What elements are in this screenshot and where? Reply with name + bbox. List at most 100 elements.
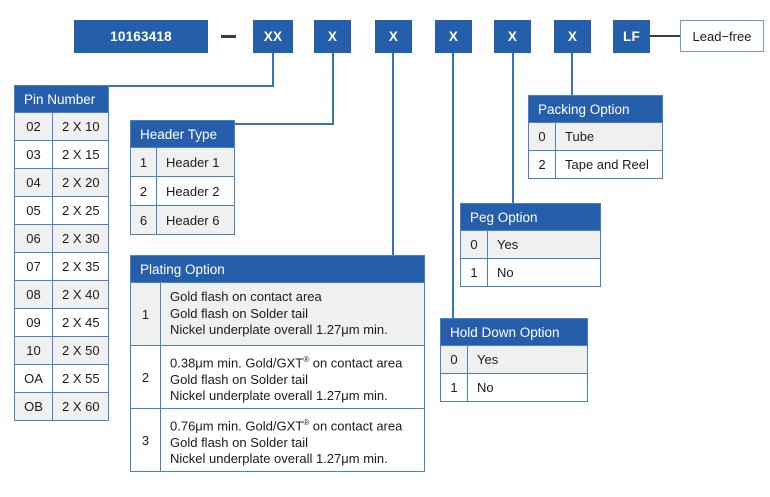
- plating-line: Nickel underplate overall 1.27μm min.: [170, 322, 388, 337]
- part-number-separator-dash: [221, 35, 236, 38]
- cell-description: Yes: [497, 237, 519, 252]
- cell-code: 1: [461, 259, 488, 286]
- cell-code: 1: [131, 148, 157, 176]
- plating-line: 0.76μm min. Gold/GXT® on contact area: [170, 418, 403, 434]
- table-plating-option: Plating Option 1 Gold flash on contact a…: [130, 255, 425, 472]
- code-box-segment-5-label: X: [507, 29, 518, 44]
- lead-free-callout-label: Lead−free: [692, 28, 752, 44]
- table-pin-number: Pin Number 02 2 X 10 03 2 X 15 04 2 X 20…: [14, 85, 109, 421]
- table-plating-option-title: Plating Option: [140, 261, 225, 277]
- connector-pin-number-horizontal: [108, 85, 274, 87]
- table-packing-option: Packing Option 0 Tube 2 Tape and Reel: [528, 95, 663, 179]
- cell-code: 2: [131, 346, 161, 408]
- table-row: 04 2 X 20: [15, 168, 108, 196]
- cell-description: 2 X 35: [62, 259, 100, 274]
- table-header-type: Header Type 1 Header 1 2 Header 2 6 Head…: [130, 120, 235, 235]
- code-box-segment-6[interactable]: X: [554, 20, 591, 53]
- cell-code: 2: [131, 177, 157, 205]
- table-row: 09 2 X 45: [15, 308, 108, 336]
- cell-code: OA: [15, 365, 53, 392]
- cell-description: 2 X 30: [62, 231, 100, 246]
- table-hold-down-option-title: Hold Down Option: [450, 324, 560, 340]
- code-box-segment-4-label: X: [448, 29, 459, 44]
- cell-description: Header 6: [166, 212, 220, 228]
- cell-code: 05: [15, 197, 53, 224]
- plating-line: Gold flash on Solder tail: [170, 371, 309, 387]
- code-box-segment-3[interactable]: X: [375, 20, 412, 53]
- cell-code: 06: [15, 225, 53, 252]
- cell-code: 1: [131, 283, 161, 345]
- code-box-segment-2-label: X: [327, 29, 338, 44]
- cell-description: 2 X 45: [62, 315, 100, 330]
- connector-header-type-horizontal: [222, 123, 334, 125]
- table-header-type-title: Header Type: [140, 126, 218, 142]
- connector-plating-option-vertical: [392, 53, 394, 256]
- table-peg-option-title: Peg Option: [470, 209, 538, 225]
- table-row: 1 No: [441, 373, 587, 401]
- cell-description: 2 X 60: [62, 399, 100, 414]
- code-box-base-label: 10163418: [110, 29, 172, 44]
- cell-code: 6: [131, 206, 157, 234]
- cell-description: 0.38μm min. Gold/GXT® on contact area Go…: [161, 346, 423, 408]
- table-row: 2 Tape and Reel: [529, 150, 662, 178]
- table-row: 06 2 X 30: [15, 224, 108, 252]
- table-row: 0 Tube: [529, 122, 662, 150]
- lead-free-connector-line: [650, 35, 680, 37]
- table-row: OA 2 X 55: [15, 364, 108, 392]
- cell-description: Header 2: [166, 183, 220, 199]
- code-box-lead-free[interactable]: LF: [613, 20, 650, 53]
- cell-description: 2 X 10: [62, 119, 100, 134]
- cell-description: 2 X 50: [62, 343, 100, 358]
- cell-code: 10: [15, 337, 53, 364]
- connector-hold-down-option-vertical: [452, 53, 454, 318]
- cell-description: Tape and Reel: [565, 157, 649, 172]
- plating-line: 0.38μm min. Gold/GXT® on contact area: [170, 355, 403, 371]
- plating-line: Nickel underplate overall 1.27μm min.: [170, 451, 388, 467]
- code-box-segment-5[interactable]: X: [494, 20, 531, 53]
- table-row: 3 0.76μm min. Gold/GXT® on contact area …: [131, 408, 424, 471]
- table-row: 2 Header 2: [131, 176, 234, 205]
- plating-line: Gold flash on Solder tail: [170, 434, 309, 450]
- table-plating-option-header: Plating Option: [131, 256, 424, 282]
- cell-code: 03: [15, 141, 53, 168]
- cell-code: 3: [131, 409, 161, 471]
- connector-pin-number-vertical: [272, 53, 274, 87]
- cell-code: 0: [529, 123, 556, 150]
- table-row: 03 2 X 15: [15, 140, 108, 168]
- table-row: OB 2 X 60: [15, 392, 108, 420]
- code-box-segment-1[interactable]: XX: [253, 20, 293, 53]
- cell-description: No: [477, 380, 494, 395]
- connector-packing-option-vertical: [571, 53, 573, 95]
- table-packing-option-header: Packing Option: [529, 96, 662, 122]
- table-row: 6 Header 6: [131, 205, 234, 234]
- cell-description: 2 X 40: [62, 287, 100, 302]
- cell-description: Yes: [477, 352, 499, 367]
- cell-description: No: [497, 265, 514, 280]
- table-peg-option-header: Peg Option: [461, 204, 600, 230]
- table-packing-option-title: Packing Option: [538, 101, 630, 117]
- cell-description: 2 X 55: [62, 371, 100, 386]
- table-pin-number-header: Pin Number: [15, 86, 108, 112]
- cell-code: 08: [15, 281, 53, 308]
- cell-description: Tube: [565, 129, 595, 144]
- cell-description: Gold flash on contact area Gold flash on…: [161, 283, 423, 345]
- table-pin-number-title: Pin Number: [24, 91, 96, 107]
- table-hold-down-option-header: Hold Down Option: [441, 319, 587, 345]
- table-hold-down-option: Hold Down Option 0 Yes 1 No: [440, 318, 588, 402]
- code-box-segment-2[interactable]: X: [314, 20, 351, 53]
- cell-code: 1: [441, 374, 468, 401]
- code-box-segment-4[interactable]: X: [435, 20, 472, 53]
- table-row: 07 2 X 35: [15, 252, 108, 280]
- plating-line: Gold flash on Solder tail: [170, 305, 309, 321]
- code-box-segment-6-label: X: [567, 29, 578, 44]
- code-box-base[interactable]: 10163418: [74, 20, 208, 53]
- connector-header-type-vertical: [332, 53, 334, 125]
- cell-code: OB: [15, 393, 53, 420]
- cell-code: 0: [461, 231, 488, 258]
- code-box-segment-3-label: X: [388, 29, 399, 44]
- lead-free-callout-box: Lead−free: [680, 20, 764, 52]
- table-row: 05 2 X 25: [15, 196, 108, 224]
- table-row: 2 0.38μm min. Gold/GXT® on contact area …: [131, 345, 424, 408]
- connector-peg-option-vertical: [512, 53, 514, 203]
